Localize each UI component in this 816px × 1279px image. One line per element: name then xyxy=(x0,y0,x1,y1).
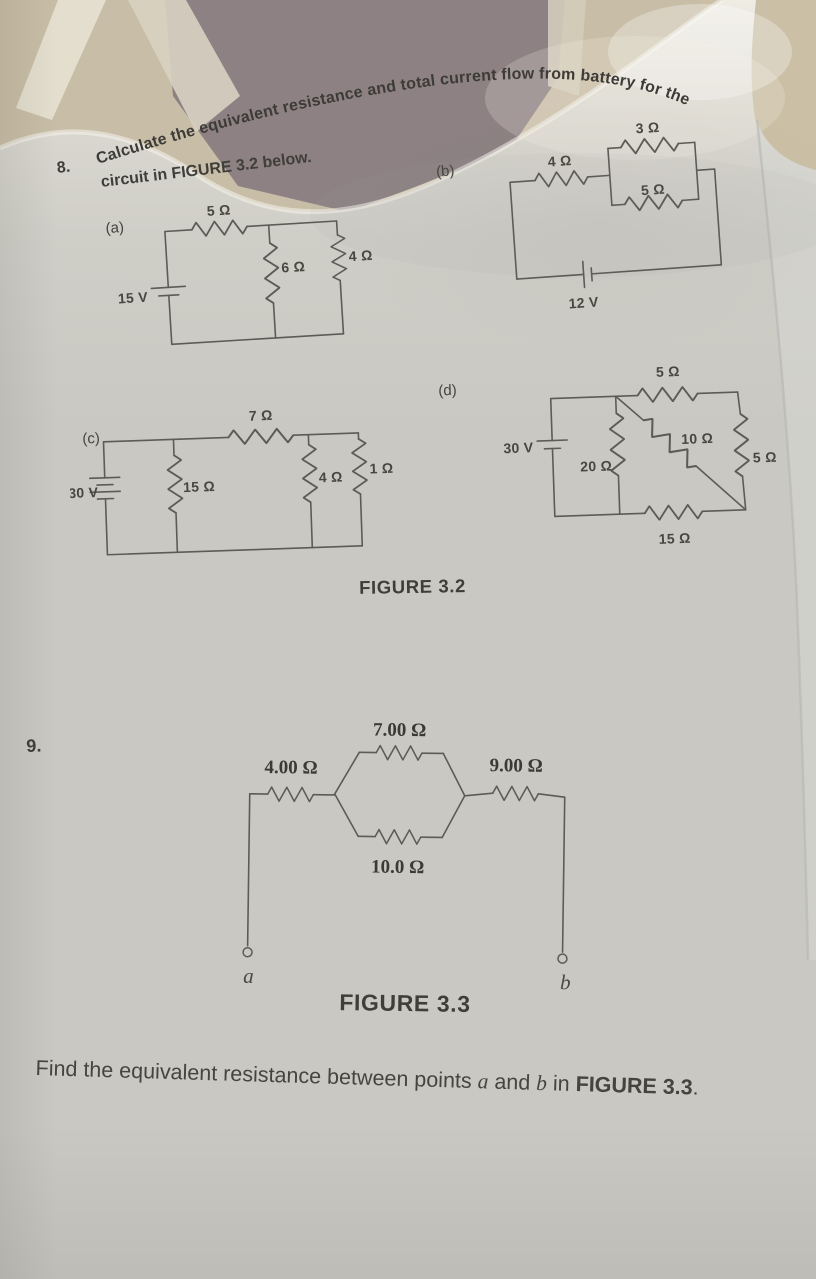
resistor-10ohm-f33 xyxy=(374,828,422,845)
page-curl-highlight xyxy=(608,4,792,100)
problem-8-heading-svg: Calculate the equivalent resistance and … xyxy=(94,66,692,168)
resistor-4ohm-b-label: 4 Ω xyxy=(547,152,572,170)
resistor-5ohm-a-label: 5 Ω xyxy=(206,201,231,218)
battery-plate-c1 xyxy=(88,476,121,480)
resistor-4ohm-c xyxy=(300,443,319,504)
resistor-4ohm-f33-label: 4.00 Ω xyxy=(264,757,318,779)
battery-plate-c4 xyxy=(96,497,115,500)
instruction-text-3: in xyxy=(546,1071,577,1097)
soft-shadow-band xyxy=(310,153,816,277)
battery-b-label: 12 V xyxy=(568,293,599,311)
resistor-9ohm-f33-label: 9.00 Ω xyxy=(489,755,543,777)
circuit-b-schematic: (b) 4 Ω 3 Ω 5 Ω xyxy=(436,119,723,312)
resistor-1ohm-c xyxy=(350,437,369,496)
resistor-4ohm-a xyxy=(329,233,349,282)
instruction-text-4: . xyxy=(692,1075,700,1100)
battery-long-plate-b xyxy=(581,260,586,289)
resistor-4ohm-a-label: 4 Ω xyxy=(348,247,373,264)
terminal-b-circle xyxy=(557,953,568,964)
resistor-6ohm-a-label: 6 Ω xyxy=(281,258,306,275)
circuit-c-letter: (c) xyxy=(82,430,100,448)
circuit-d-letter: (d) xyxy=(438,382,457,400)
instruction-text-1: Find the equivalent resistance between p… xyxy=(35,1056,479,1094)
resistor-7ohm-c xyxy=(227,427,295,446)
resistor-20ohm-d-label: 20 Ω xyxy=(580,457,612,474)
instruction-point-a: a xyxy=(477,1069,489,1094)
resistor-4ohm-c-label: 4 Ω xyxy=(319,469,343,486)
battery-long-plate-d xyxy=(536,439,568,442)
circuit-c-wires xyxy=(88,427,369,556)
resistor-5ohm-a xyxy=(190,218,249,238)
circuit-c-schematic: (c) 7 Ω 15 Ω 4 xyxy=(68,407,394,556)
resistor-15ohm-c-label: 15 Ω xyxy=(183,478,215,495)
figure-3-3-schematic: 4.00 Ω 7.00 Ω 9.00 Ω 10.0 Ω a b xyxy=(242,719,571,994)
circuit-a-letter: (a) xyxy=(105,219,124,237)
page-crease-line xyxy=(755,119,810,961)
resistor-15ohm-d xyxy=(643,503,704,522)
resistor-4ohm-f33 xyxy=(266,786,315,803)
terminal-a-circle xyxy=(242,946,253,958)
adjacent-page-sliver xyxy=(757,120,816,960)
circuit-b-wires xyxy=(509,135,723,289)
circuit-a-schematic: (a) 5 Ω 6 Ω 4 Ω 15 V xyxy=(105,201,373,346)
light-strip-far-left xyxy=(16,0,106,120)
resistor-3ohm-b xyxy=(619,135,680,156)
instruction-point-b: b xyxy=(535,1070,548,1096)
resistor-5ohm-top-d-label: 5 Ω xyxy=(656,363,680,380)
battery-plate-c3 xyxy=(89,490,122,494)
resistor-6ohm-a xyxy=(261,241,282,305)
figure-3-2-caption: FIGURE 3.2 xyxy=(358,575,467,598)
resistor-7ohm-c-label: 7 Ω xyxy=(248,407,272,424)
resistor-7ohm-f33-label: 7.00 Ω xyxy=(373,719,427,741)
resistor-15ohm-c xyxy=(166,454,184,515)
resistor-3ohm-b-label: 3 Ω xyxy=(635,119,660,137)
instruction-text-2: and xyxy=(488,1069,537,1095)
battery-short-plate-b xyxy=(590,267,593,282)
battery-short-plate-a xyxy=(158,293,180,297)
resistor-10ohm-f33-label: 10.0 Ω xyxy=(371,856,425,878)
battery-short-plate-d xyxy=(543,447,562,450)
resistor-5ohm-right-d xyxy=(732,412,751,478)
battery-plate-c2 xyxy=(96,483,114,486)
figure-3-3-wires xyxy=(242,744,568,964)
problem-9-number: 9. xyxy=(26,735,42,756)
resistor-7ohm-f33 xyxy=(375,744,423,761)
terminal-a-label: a xyxy=(243,964,254,988)
battery-a-label: 15 V xyxy=(117,289,148,307)
battery-long-plate-a xyxy=(150,285,187,290)
instruction-figure-ref: FIGURE 3.3 xyxy=(575,1072,694,1100)
resistor-4ohm-b xyxy=(533,169,590,189)
circuit-d-schematic: (d) 5 Ω 20 Ω 10 xyxy=(438,363,777,547)
circuit-b-letter: (b) xyxy=(436,162,455,180)
resistor-15ohm-d-label: 15 Ω xyxy=(658,530,690,547)
terminal-b-label: b xyxy=(560,970,571,994)
page-top-edge-highlight xyxy=(0,0,724,215)
page-curl-glow xyxy=(485,36,785,160)
resistor-5ohm-b-label: 5 Ω xyxy=(640,181,665,199)
problem-9-instruction: Find the equivalent resistance between p… xyxy=(35,1056,699,1101)
resistor-9ohm-f33 xyxy=(491,785,540,802)
light-strip-right xyxy=(548,0,586,96)
battery-d-label: 30 V xyxy=(503,439,534,456)
resistor-5ohm-top-d xyxy=(636,385,699,404)
resistor-5ohm-right-d-label: 5 Ω xyxy=(753,449,777,466)
figure-3-3-caption: FIGURE 3.3 xyxy=(339,989,471,1017)
resistor-10ohm-d-label: 10 Ω xyxy=(681,430,713,447)
circuit-a-wires xyxy=(150,218,349,346)
dark-object-behind-page xyxy=(165,0,565,212)
circuit-d-wires xyxy=(536,385,751,522)
resistor-1ohm-c-label: 1 Ω xyxy=(369,460,393,477)
battery-c-label: 30 V xyxy=(68,484,99,501)
light-strip-left xyxy=(128,0,240,132)
